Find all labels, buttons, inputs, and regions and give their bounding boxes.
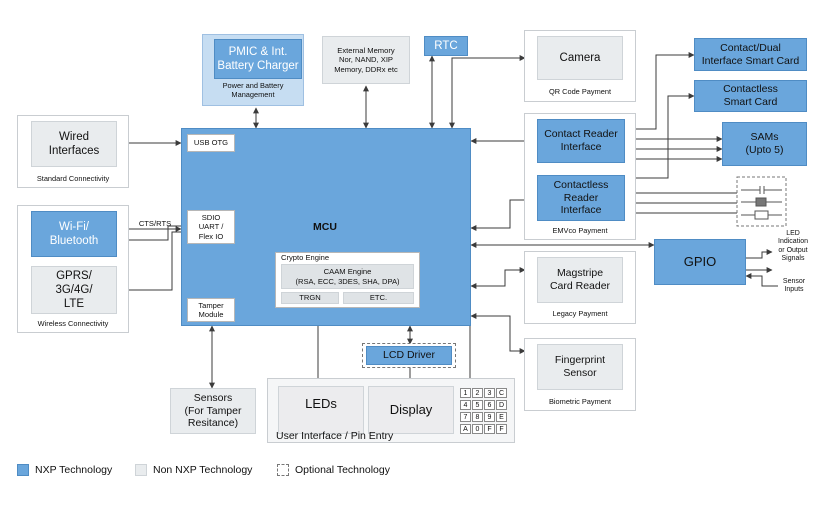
gpio-input-label: Sensor Inputs [782, 278, 806, 294]
keypad-key[interactable]: A [460, 424, 471, 434]
contactless-reader-mcu-link [470, 197, 538, 231]
leds-block: LEDs [278, 386, 364, 434]
gpio-input-link [745, 273, 778, 287]
magstripe-mcu-link [470, 267, 526, 289]
display-block: Display [368, 386, 454, 434]
external-memory-block: External Memory Nor, NAND, XIP Memory, D… [322, 36, 410, 84]
keypad-key[interactable]: 3 [484, 388, 495, 398]
wifi-mcu-link [119, 225, 181, 243]
keypad-key[interactable]: C [496, 388, 507, 398]
keypad-key[interactable]: 6 [484, 400, 495, 410]
lcd-driver-block: LCD Driver [366, 346, 452, 365]
etc-block: ETC. [343, 292, 414, 304]
fingerprint-caption: Biometric Payment [548, 397, 612, 406]
legend-optional-swatch [277, 464, 289, 476]
keypad-key[interactable]: 9 [484, 412, 495, 422]
contactless-card-block: Contactless Smart Card [694, 80, 807, 112]
legend-non-nxp-swatch [135, 464, 147, 476]
wireless-caption: Wireless Connectivity [37, 319, 109, 328]
trgn-block: TRGN [281, 292, 339, 304]
keypad-key[interactable]: E [496, 412, 507, 422]
camera-mcu-link [449, 55, 526, 129]
contactless-reader-block: Contactless Reader Interface [537, 175, 625, 221]
leds-label: LEDs [305, 396, 337, 412]
legend-nxp-swatch [17, 464, 29, 476]
gpio-output-link [746, 249, 773, 259]
caam-engine-block: CAAM Engine (RSA, ECC, 3DES, SHA, DPA) [281, 264, 414, 289]
legend-optional-label: Optional Technology [295, 464, 390, 476]
emvco-caption: EMVco Payment [552, 226, 608, 235]
pmic-caption: Power and Battery Management [222, 81, 284, 99]
tamper-module-block: Tamper Module [187, 298, 235, 322]
keypad-key[interactable]: 2 [472, 388, 483, 398]
mcu-title: MCU [313, 220, 337, 233]
usb-otg-block: USB OTG [187, 134, 235, 152]
keypad-key[interactable]: F [484, 424, 495, 434]
fingerprint-block: Fingerprint Sensor [537, 344, 623, 390]
contact-reader-block: Contact Reader Interface [537, 119, 625, 163]
user-interface-caption: User Interface / Pin Entry [276, 430, 394, 442]
keypad-key[interactable]: D [496, 400, 507, 410]
pmic-block: PMIC & Int. Battery Charger [214, 39, 302, 79]
contact-dual-card-block: Contact/Dual Interface Smart Card [694, 38, 807, 71]
sams-block: SAMs (Upto 5) [722, 122, 807, 166]
keypad-key[interactable]: F [496, 424, 507, 434]
keypad-key[interactable]: 5 [472, 400, 483, 410]
gprs-mcu-link [119, 231, 181, 293]
rtc-block: RTC [424, 36, 468, 56]
wired-interfaces-block: Wired Interfaces [31, 121, 117, 167]
cts-rts-label: CTS/RTS [138, 219, 172, 228]
keypad-key[interactable]: 4 [460, 400, 471, 410]
keypad-key[interactable]: 8 [472, 412, 483, 422]
camera-block: Camera [537, 36, 623, 80]
magstripe-caption: Legacy Payment [552, 309, 608, 318]
magstripe-block: Magstripe Card Reader [537, 257, 623, 303]
keypad-key[interactable]: 1 [460, 388, 471, 398]
camera-caption: QR Code Payment [548, 87, 612, 96]
legend-non-nxp-label: Non NXP Technology [153, 464, 253, 476]
gpio-output-label: LED Indication or Output Signals [778, 230, 808, 263]
crypto-engine-label: Crypto Engine [281, 253, 330, 262]
keypad-key[interactable]: 7 [460, 412, 471, 422]
sensors-block: Sensors (For Tamper Resitance) [170, 388, 256, 434]
gprs-block: GPRS/ 3G/4G/ LTE [31, 266, 117, 314]
keypad-key[interactable]: 0 [472, 424, 483, 434]
wifi-bluetooth-block: Wi-Fi/ Bluetooth [31, 211, 117, 257]
fingerprint-mcu-link [470, 313, 526, 354]
gpio-block: GPIO [654, 239, 746, 285]
legend-nxp-label: NXP Technology [35, 464, 113, 476]
wired-caption: Standard Connectivity [36, 174, 110, 183]
sdio-uart-block: SDIO UART / Flex IO [187, 210, 235, 244]
